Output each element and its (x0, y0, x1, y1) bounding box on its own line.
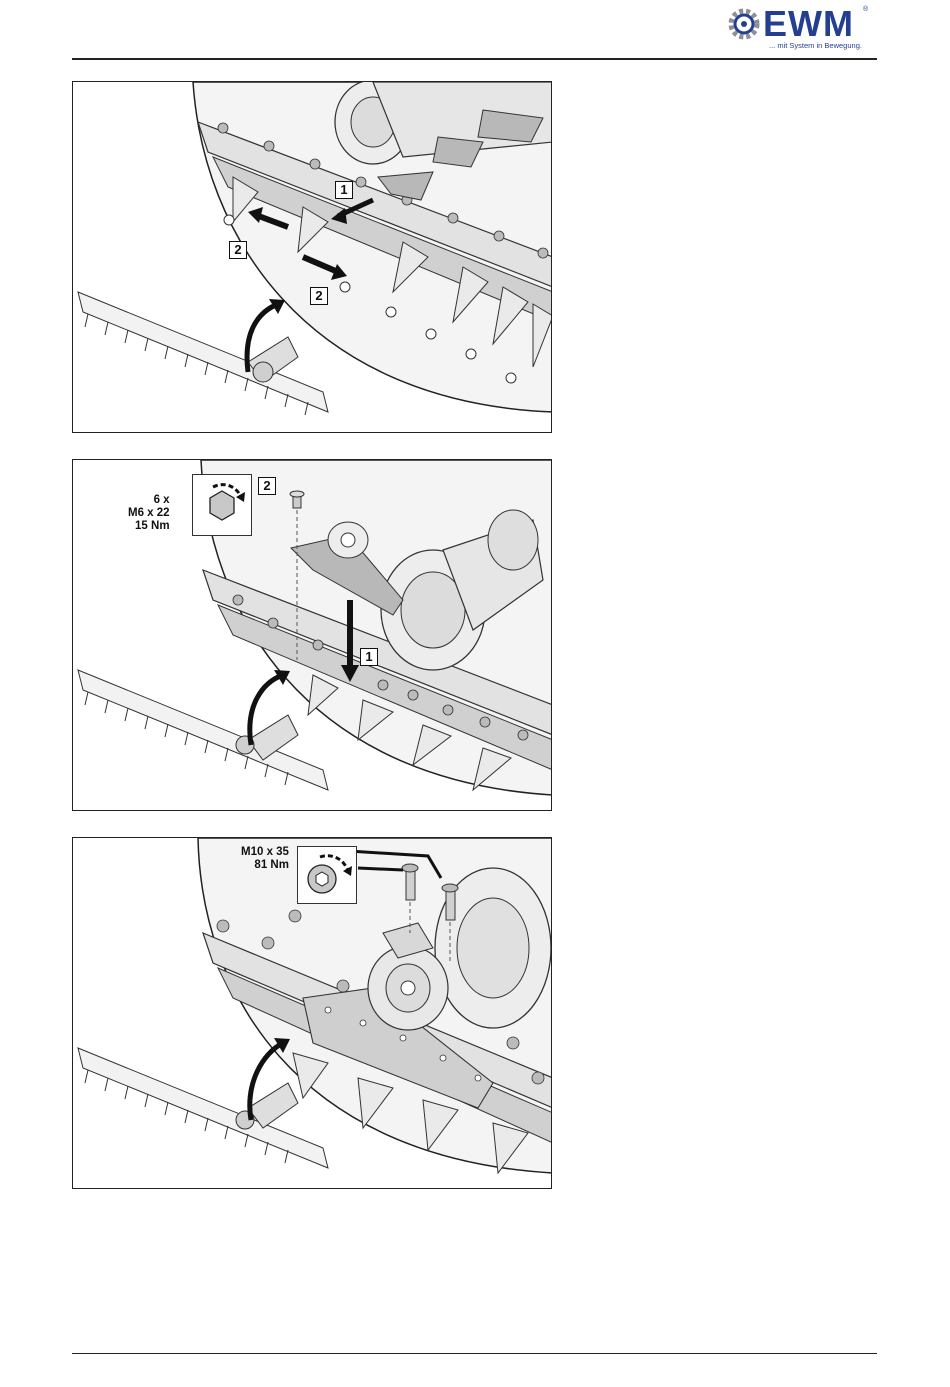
figure-step-remove-bracket: 1 2 2 (72, 81, 552, 433)
screw-size: M6 x 22 (128, 507, 170, 520)
torque-inset (297, 846, 357, 904)
screw-spec-label: 6 x M6 x 22 15 Nm (128, 494, 170, 533)
ewm-logo: EWM ® ... mit System in Bewegung. (725, 4, 875, 54)
hex-bolt-tighten-icon (193, 475, 251, 535)
torque-inset (192, 474, 252, 536)
gear-icon (725, 4, 763, 44)
logo-registered-mark: ® (863, 6, 868, 13)
logo-tagline: ... mit System in Bewegung. (769, 41, 862, 50)
header-rule (72, 58, 877, 60)
socket-bolt-tighten-icon (298, 847, 356, 903)
logo-wordmark: EWM (763, 4, 854, 44)
figure-1-drawing (73, 82, 552, 433)
screw-count: 6 x (128, 494, 170, 507)
bolt-size: M10 x 35 (241, 846, 289, 859)
callout-2: 2 (258, 477, 276, 495)
figure-step-tighten-bolts: M10 x 35 81 Nm (72, 837, 552, 1189)
figure-step-mount-bracket: 6 x M6 x 22 15 Nm 2 1 (72, 459, 552, 811)
callout-1: 1 (360, 648, 378, 666)
bolt-spec-label: M10 x 35 81 Nm (241, 846, 289, 872)
screw-torque: 15 Nm (128, 520, 170, 533)
callout-2-right: 2 (310, 287, 328, 305)
callout-1: 1 (335, 181, 353, 199)
footer-rule (72, 1353, 877, 1354)
callout-2-left: 2 (229, 241, 247, 259)
bolt-torque: 81 Nm (241, 859, 289, 872)
